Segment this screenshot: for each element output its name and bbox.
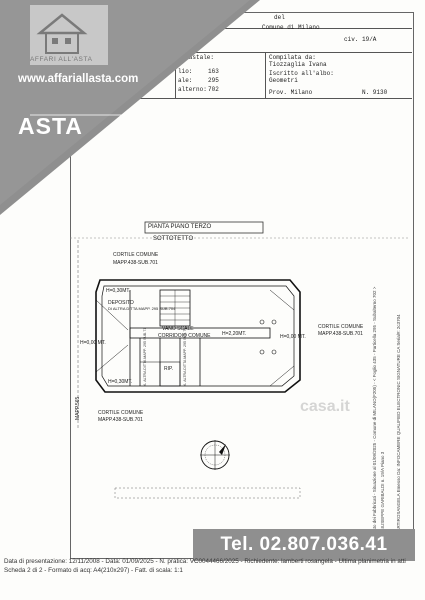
side-note-address: VIA GIUSEPPE GARIBALDI n. 19/A Piano 3 [380,451,385,540]
compilatore-name: Tiozzaglia Ivana [269,61,327,68]
mapp-side-label: MAPP.565 [75,396,81,420]
scale-box [114,487,301,499]
side-note-cadastre: Catasto dei Fabbricati - Situazione al 0… [372,286,377,540]
civico-label: civ. 19/A [344,36,377,43]
compilata-label: Compilata da: [269,54,316,61]
watermark: casa.it [300,398,350,415]
website-link[interactable]: www.affariallasta.com [18,73,139,85]
footer-line-1: Data di presentazione: 12/11/2008 - Data… [4,558,406,565]
document-footer: Data di presentazione: 12/11/2008 - Data… [4,557,416,575]
comune-label: Comune di Milano [262,24,320,31]
cortile-bottom: CORTILE COMUNE [98,410,144,416]
height-left: H=0,00 MT. [80,340,106,346]
deposito-note: DI ALTRA DITTA MAPP. 295 SUB.704 [108,306,176,311]
del-label: del [274,14,285,21]
asta-label: ASTA [18,113,83,139]
numero-albo: N. 9130 [362,89,388,96]
rip-label: RIP. [164,366,174,372]
phone-banner[interactable]: Tel. 02.807.036.41 [193,529,415,561]
sottotetto-label: SOTTOTETTO [153,236,194,242]
mapp-bottom: MAPP.438-SUB.701 [98,417,143,423]
height-bottom: H=0,30MT. [108,379,133,385]
height-top: H=0,30MT. [106,288,131,294]
mapp-right: MAPP.438-SUB.701 [318,331,363,337]
vano-scale-label: VANO SCALE [162,326,194,332]
albo-value: Geometri [269,77,298,84]
footer-line-2: Scheda 2 di 2 - Formato di acq: A4(210x2… [4,567,183,574]
brand-name: AFFARI ALL'ASTA [30,56,93,63]
deposito-label: DEPOSITO [108,300,134,306]
plan-title-box [144,221,264,234]
cantina-left-note: A. ALTRA DITTA MAPP. 295 SUB.71 [143,327,147,386]
header-divider [265,52,266,98]
cantina-right-note: A. ALTRA DITTA MAPP. 295 SUB.72 [183,327,187,386]
rip-room [159,361,181,387]
cortile-top: CORTILE COMUNE [113,252,159,258]
cortile-right: CORTILE COMUNE [318,324,364,330]
mapp-top: MAPP.438-SUB.701 [113,260,158,266]
provincia-value: Prov. Milano [269,89,313,96]
iscritto-label: Iscritto all'albo: [269,70,334,77]
height-interna: H=2,20MT. [222,331,247,337]
building-inner-outline [101,285,295,387]
plan-title: PIANTA PIANO TERZO [148,224,212,230]
height-right: H=0,00 MT. [280,334,306,340]
building-outline [95,279,301,393]
corridoio-label: CORRIDOIO COMUNE [158,333,211,339]
side-note-signature: Firmato Da: MARTIROSANGELA Emesso Da: IN… [396,314,401,560]
